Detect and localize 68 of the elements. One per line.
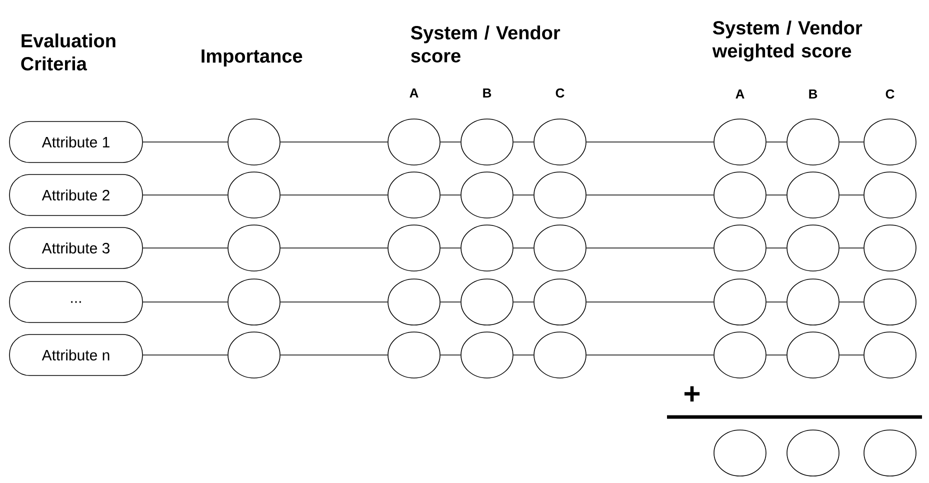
attribute-box: ... — [9, 281, 143, 323]
score-circle — [460, 224, 514, 272]
score-circle — [786, 172, 840, 218]
score-circle — [228, 118, 280, 166]
attribute-box: Attribute 2 — [9, 174, 143, 216]
connector-line — [586, 354, 714, 356]
score-circle — [864, 172, 916, 218]
score-circle — [534, 224, 586, 272]
score-circle — [714, 172, 766, 218]
column-letter: B — [809, 90, 818, 98]
column-letter: C — [556, 88, 564, 98]
score-circle — [460, 278, 514, 326]
attribute-box: Attribute 1 — [9, 121, 143, 163]
score-circle — [534, 278, 586, 326]
score-circle — [460, 172, 514, 218]
score-circle — [388, 332, 440, 378]
column-letter: C — [886, 89, 894, 99]
connector-line — [586, 194, 714, 196]
score-circle — [714, 278, 766, 326]
score-circle — [388, 224, 440, 272]
column-heading: System / Vendor weighted score — [712, 20, 862, 62]
connector-line — [766, 354, 787, 356]
score-circle — [388, 172, 440, 218]
connector-line — [280, 194, 388, 196]
score-circle — [714, 224, 766, 272]
score-circle — [864, 224, 916, 272]
score-circle — [786, 332, 840, 378]
score-circle — [228, 172, 280, 218]
score-circle — [534, 118, 586, 166]
score-circle — [460, 332, 514, 378]
score-circle — [786, 224, 840, 272]
column-heading: Importance — [202, 50, 302, 66]
connector-line — [280, 354, 388, 356]
score-circle — [388, 118, 440, 166]
connector-line — [440, 354, 461, 356]
score-circle — [388, 278, 440, 326]
connector-line — [142, 354, 228, 356]
connector-line — [513, 354, 534, 356]
column-letter: B — [483, 88, 492, 98]
score-circle — [864, 430, 916, 476]
column-heading: Evaluation Criteria — [21, 34, 116, 70]
score-circle — [786, 278, 840, 326]
attribute-box: Attribute n — [9, 334, 143, 376]
score-circle — [228, 278, 280, 326]
score-circle — [534, 172, 586, 218]
score-circle — [228, 332, 280, 378]
connector-line — [440, 194, 461, 196]
plus-sign: + — [684, 386, 700, 402]
connector-line — [766, 194, 787, 196]
column-letter: A — [410, 88, 418, 98]
connector-line — [839, 354, 864, 356]
column-letter: A — [736, 90, 744, 98]
score-circle — [534, 332, 586, 378]
score-circle — [864, 278, 916, 326]
score-circle — [864, 118, 916, 166]
connector-line — [839, 194, 864, 196]
score-circle — [714, 430, 766, 476]
score-circle — [714, 332, 766, 378]
score-circle — [460, 118, 514, 166]
score-circle — [786, 430, 840, 476]
score-circle — [786, 118, 840, 166]
column-heading: System / Vendor score — [410, 26, 560, 62]
attribute-box: Attribute 3 — [9, 227, 143, 269]
connector-line — [513, 194, 534, 196]
connector-line — [142, 194, 228, 196]
score-circle — [864, 332, 916, 378]
score-circle — [714, 118, 766, 166]
score-circle — [228, 224, 280, 272]
